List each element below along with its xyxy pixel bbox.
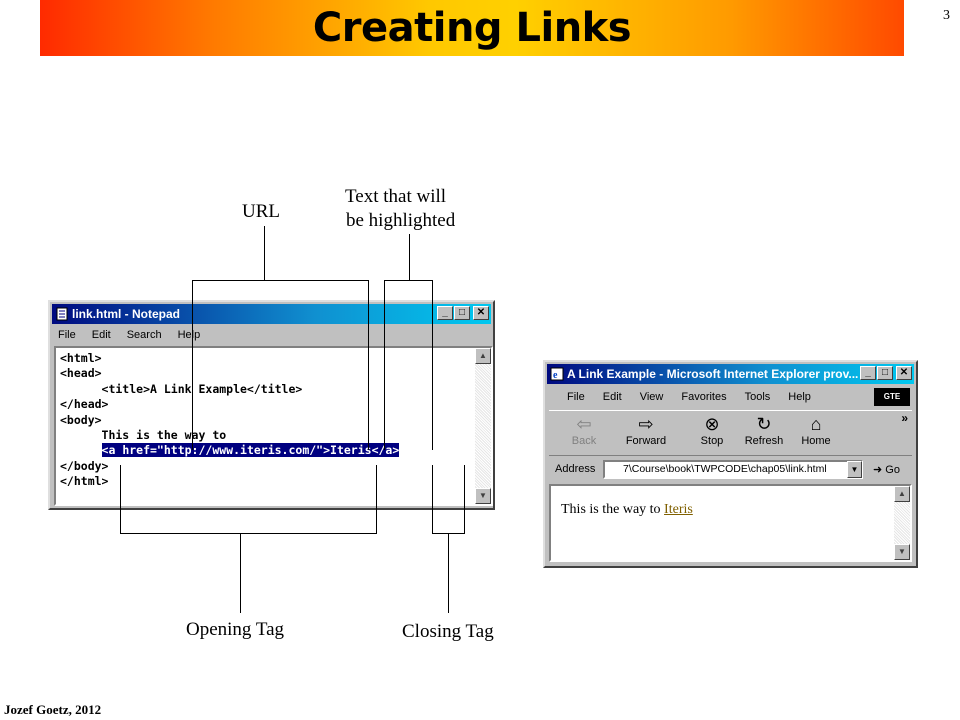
code-line: <title>A Link Example</title> xyxy=(60,381,303,396)
back-label: Back xyxy=(571,435,597,447)
code-line: </html> xyxy=(60,474,109,489)
menu-edit[interactable]: Edit xyxy=(91,329,111,341)
address-label: Address xyxy=(555,463,596,475)
svg-text:e: e xyxy=(553,370,558,381)
highlight-label-line2: be highlighted xyxy=(346,210,456,231)
highlight-bracket-left xyxy=(384,280,385,450)
menu-file[interactable]: File xyxy=(58,329,76,341)
opening-bracket-right xyxy=(376,465,377,533)
maximize-button[interactable]: □ xyxy=(877,366,893,380)
code-line: This is the way to xyxy=(60,428,227,443)
maximize-button[interactable]: □ xyxy=(454,306,470,320)
iteris-link[interactable]: Iteris xyxy=(664,502,693,517)
browser-titlebar[interactable]: e A Link Example - Microsoft Internet Ex… xyxy=(547,364,914,384)
forward-label: Forward xyxy=(625,435,667,447)
go-button[interactable]: ➜ Go xyxy=(873,463,900,476)
menu-help[interactable]: Help xyxy=(788,391,811,403)
home-button[interactable]: ⌂ Home xyxy=(793,413,839,447)
page-number: 3 xyxy=(943,8,950,23)
code-line: <body> xyxy=(60,412,102,427)
selected-anchor-tag: <a href="http://www.iteris.com/">Iteris<… xyxy=(101,443,400,458)
back-arrow-icon: ⇦ xyxy=(576,414,592,434)
scroll-up-icon[interactable]: ▲ xyxy=(894,486,910,502)
address-bar: Address 7\Course\book\TWPCODE\chap05\lin… xyxy=(549,458,912,482)
author-footer: Jozef Goetz, 2012 xyxy=(4,702,102,717)
closing-tag-label: Closing Tag xyxy=(402,621,494,642)
minimize-button[interactable]: _ xyxy=(437,306,453,320)
url-label: URL xyxy=(242,201,280,222)
menu-tools[interactable]: Tools xyxy=(744,391,771,403)
url-bracket-left xyxy=(192,280,193,450)
notepad-titlebar[interactable]: link.html - Notepad _ □ ✕ xyxy=(52,304,491,324)
minimize-button[interactable]: _ xyxy=(860,366,876,380)
opening-pointer-line xyxy=(240,533,241,613)
stop-button[interactable]: ⊗ Stop xyxy=(689,413,735,447)
forward-arrow-icon: ⇨ xyxy=(638,414,654,434)
url-bracket-top xyxy=(192,280,369,281)
code-indent xyxy=(60,443,102,457)
refresh-icon: ↻ xyxy=(756,414,772,434)
close-button[interactable]: ✕ xyxy=(896,366,912,380)
menu-favorites[interactable]: Favorites xyxy=(681,391,727,403)
toolbar-overflow-icon[interactable]: » xyxy=(901,411,908,425)
scroll-up-icon[interactable]: ▲ xyxy=(475,348,491,364)
slide-title: Creating Links xyxy=(312,5,632,51)
title-banner: Creating Links xyxy=(40,0,904,56)
refresh-label: Refresh xyxy=(744,435,784,447)
home-icon: ⌂ xyxy=(810,414,822,434)
forward-button[interactable]: ⇨ Forward xyxy=(623,413,669,447)
ie-icon: e xyxy=(550,367,564,381)
stop-icon: ⊗ xyxy=(704,414,720,434)
notepad-editor[interactable]: <html><head> <title>A Link Example</titl… xyxy=(54,346,493,506)
code-line: <head> xyxy=(60,366,102,381)
highlight-bracket-right xyxy=(432,280,433,450)
closing-pointer-line xyxy=(448,533,449,613)
code-line: </body> xyxy=(60,458,109,473)
code-line: </head> xyxy=(60,397,109,412)
back-button[interactable]: ⇦ Back xyxy=(561,413,607,447)
code-line-selected: <a href="http://www.iteris.com/">Iteris<… xyxy=(60,443,400,458)
refresh-button[interactable]: ↻ Refresh xyxy=(741,413,787,447)
scroll-down-icon[interactable]: ▼ xyxy=(475,488,491,504)
menu-help[interactable]: Help xyxy=(177,329,201,341)
home-label: Home xyxy=(801,435,831,447)
opening-tag-label: Opening Tag xyxy=(186,619,285,640)
closing-bracket-right xyxy=(464,465,465,533)
code-block: <html><head> <title>A Link Example</titl… xyxy=(60,351,400,490)
browser-title: A Link Example - Microsoft Internet Expl… xyxy=(567,367,859,381)
menu-edit[interactable]: Edit xyxy=(602,391,622,403)
menu-file[interactable]: File xyxy=(567,391,585,403)
notepad-icon xyxy=(56,307,68,321)
address-input[interactable]: 7\Course\book\TWPCODE\chap05\link.html xyxy=(603,460,863,479)
browser-content: This is the way to Iteris ▲ ▼ xyxy=(549,484,912,562)
browser-menubar: File Edit View Favorites Tools Help xyxy=(565,388,813,406)
gte-logo: GTE xyxy=(874,388,910,406)
notepad-menubar: File Edit Search Help xyxy=(56,326,202,344)
notepad-window: link.html - Notepad _ □ ✕ File Edit Sear… xyxy=(48,300,495,510)
stop-label: Stop xyxy=(700,435,724,447)
highlight-pointer-line xyxy=(409,234,410,280)
page-sentence: This is the way to xyxy=(561,502,665,517)
vertical-scrollbar[interactable]: ▲ ▼ xyxy=(894,486,910,560)
highlight-label-line1: Text that will xyxy=(345,186,447,207)
page-body-text: This is the way to Iteris xyxy=(561,502,693,518)
opening-bracket-left xyxy=(120,465,121,533)
highlight-bracket-top xyxy=(384,280,433,281)
go-label: Go xyxy=(885,464,900,476)
closing-bracket-left xyxy=(432,465,433,533)
browser-window: e A Link Example - Microsoft Internet Ex… xyxy=(543,360,918,568)
vertical-scrollbar[interactable]: ▲ ▼ xyxy=(475,348,491,504)
close-button[interactable]: ✕ xyxy=(473,306,489,320)
menu-search[interactable]: Search xyxy=(126,329,162,341)
url-pointer-line xyxy=(264,226,265,280)
notepad-title: link.html - Notepad xyxy=(72,307,180,321)
go-arrow-icon: ➜ xyxy=(873,464,883,476)
url-bracket-right xyxy=(368,280,369,450)
opening-bracket-bottom xyxy=(120,533,377,534)
scroll-down-icon[interactable]: ▼ xyxy=(894,544,910,560)
browser-toolbar: ⇦ Back ⇨ Forward ⊗ Stop ↻ Refresh ⌂ Home… xyxy=(549,410,912,456)
menu-view[interactable]: View xyxy=(639,391,664,403)
address-dropdown-icon[interactable]: ▼ xyxy=(847,461,862,478)
code-line: <html> xyxy=(60,351,102,365)
